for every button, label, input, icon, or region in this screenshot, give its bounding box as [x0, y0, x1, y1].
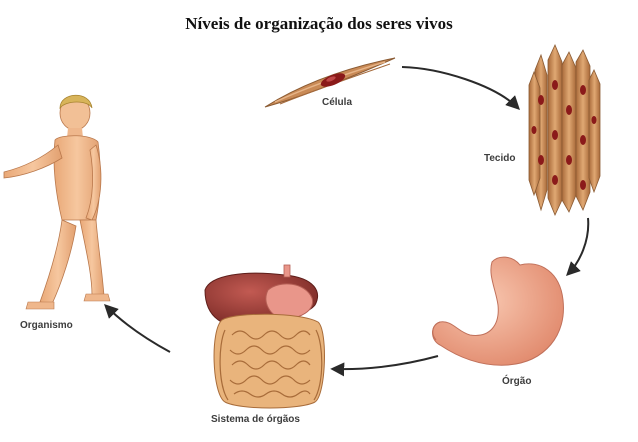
label-tissue: Tecido: [484, 153, 515, 164]
arrow-system-to-organism: [106, 306, 170, 352]
arrow-tissue-to-organ: [568, 218, 588, 274]
arrow-organ-to-system: [333, 356, 438, 369]
organ-system-illustration: [205, 265, 324, 408]
label-organism: Organismo: [20, 320, 73, 331]
label-organ-system: Sistema de órgãos: [211, 414, 300, 425]
stomach-illustration: [433, 257, 564, 365]
tissue-illustration: [529, 45, 600, 215]
arrow-cell-to-tissue: [402, 67, 518, 108]
label-cell: Célula: [322, 97, 352, 108]
label-organ: Órgão: [502, 376, 531, 387]
organism-illustration: [4, 95, 110, 309]
